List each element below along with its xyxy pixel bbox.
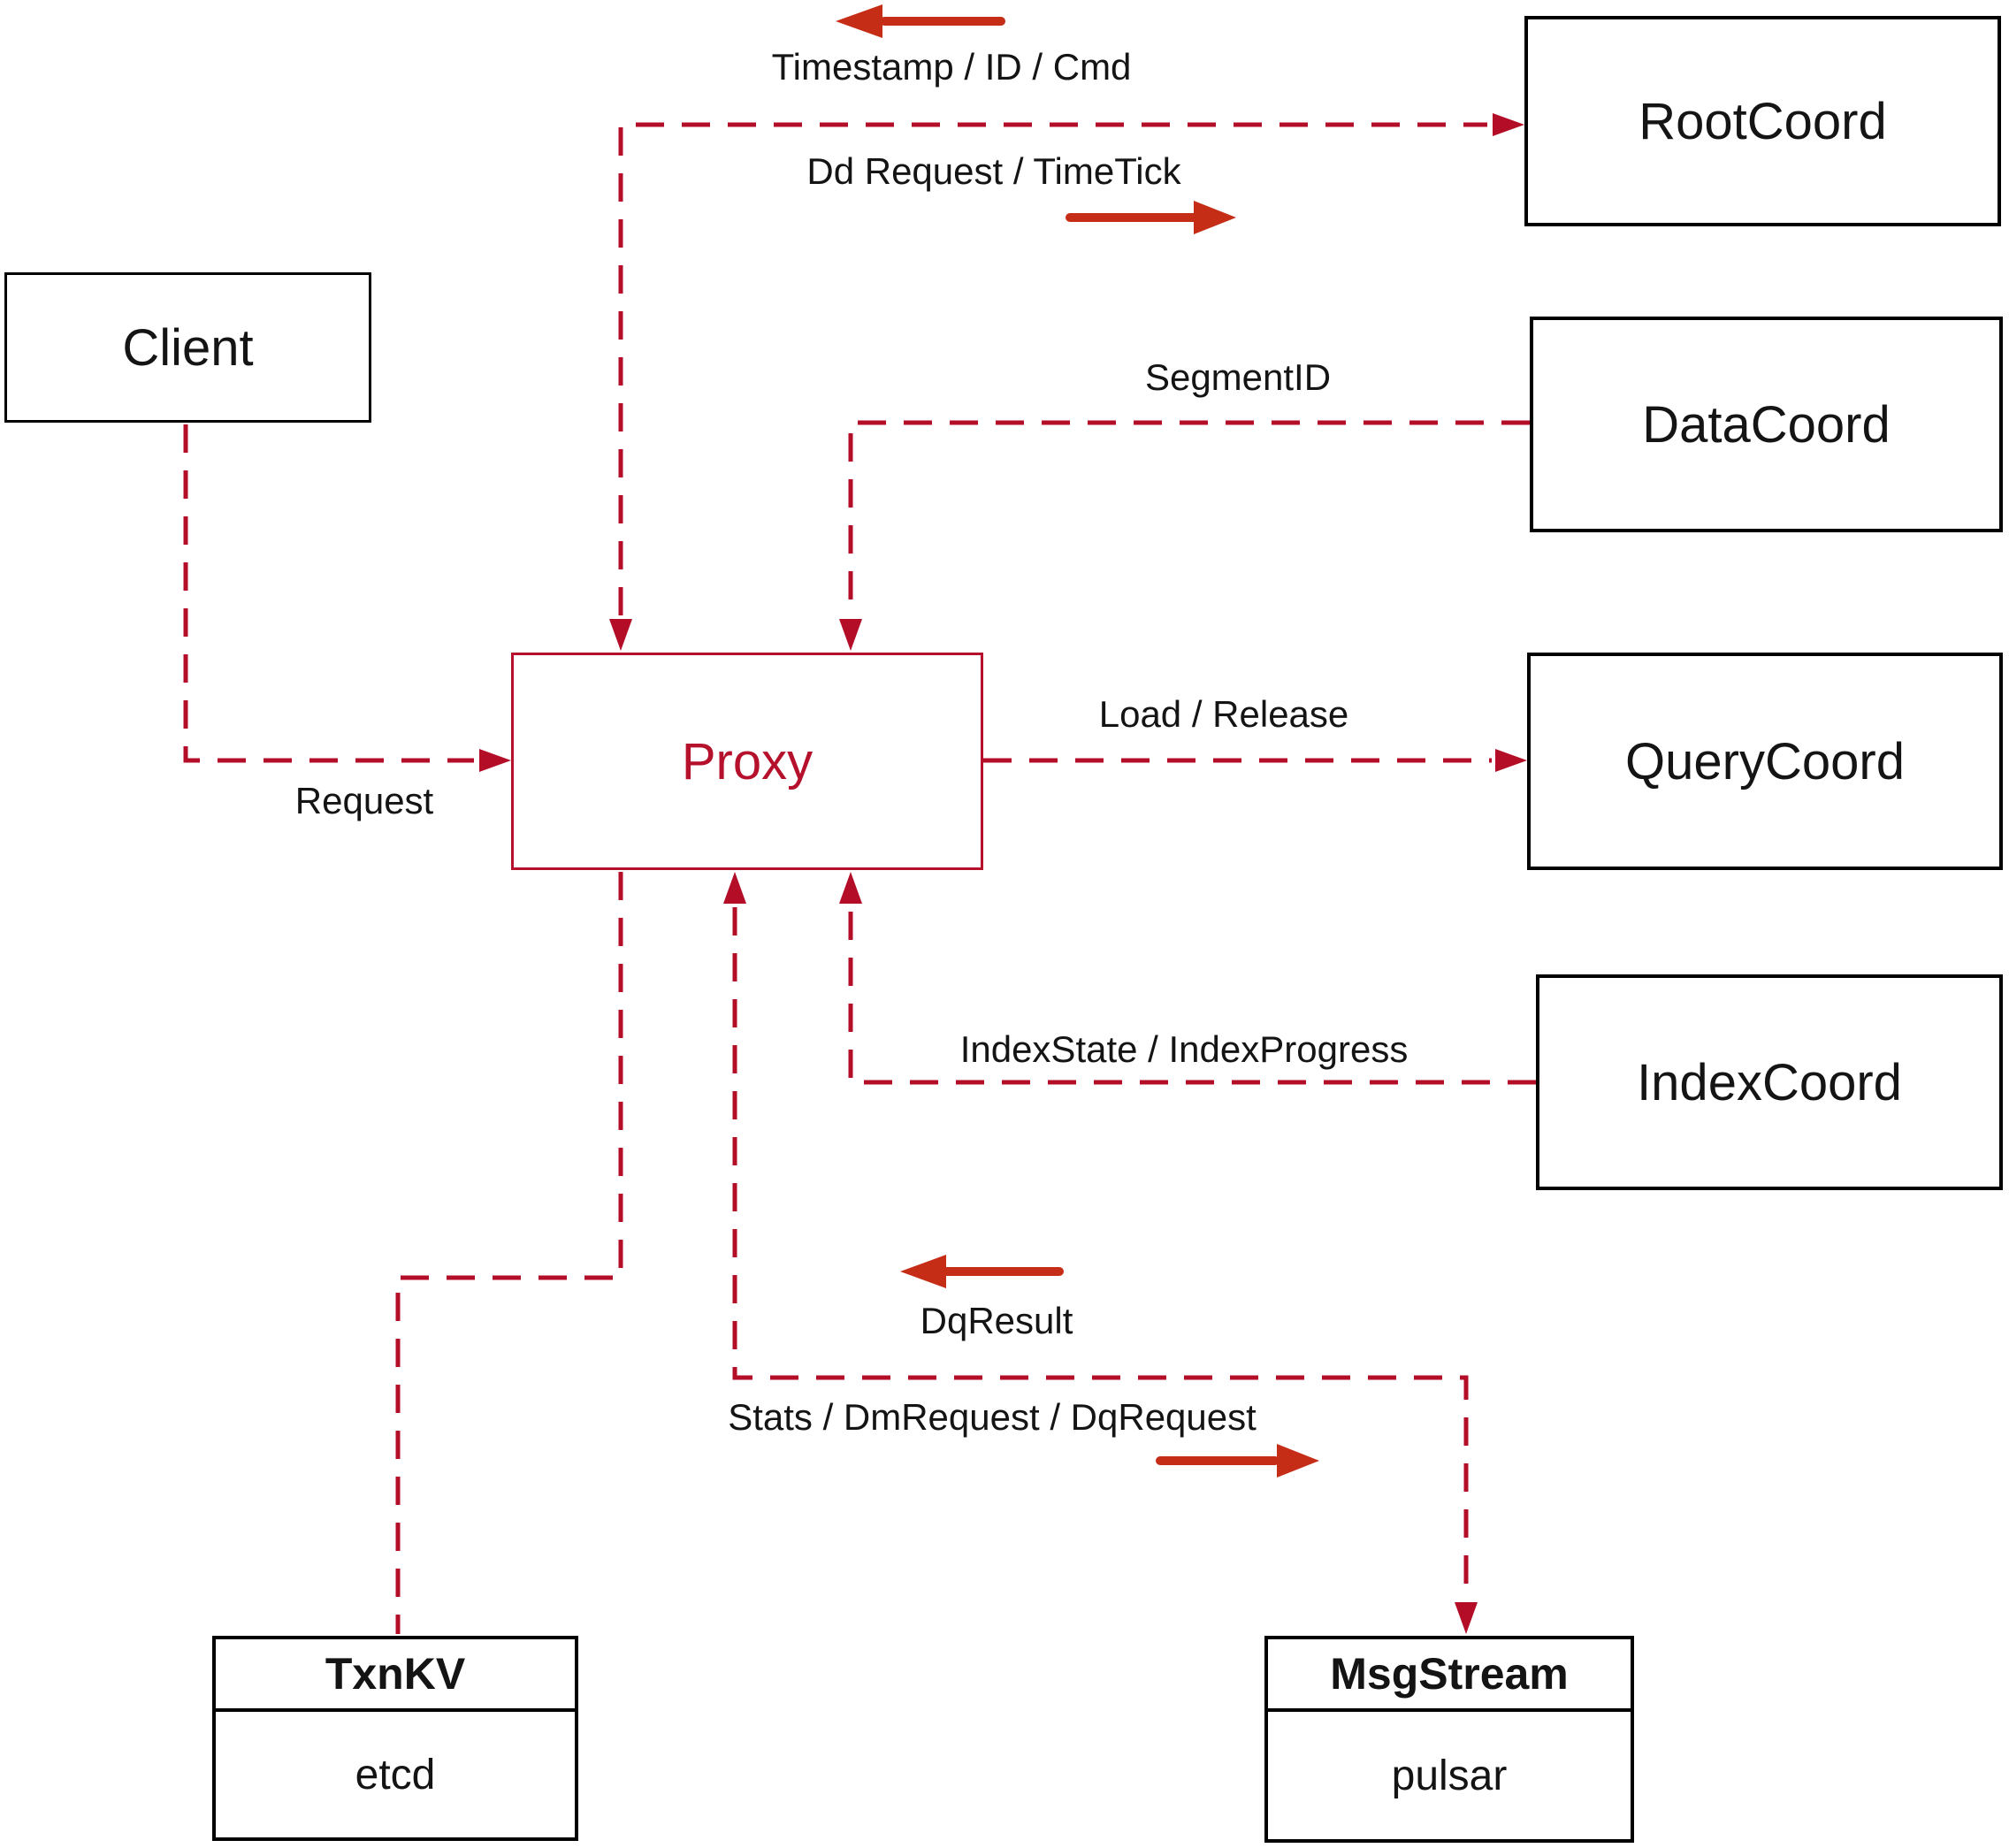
edge-proxy-msgstream — [723, 872, 1478, 1634]
edge-label-segmentid: SegmentID — [1144, 356, 1332, 398]
node-txnkv: TxnKV etcd — [212, 1636, 578, 1841]
direction-arrow-left-icon — [900, 1255, 1064, 1288]
node-txnkv-title: TxnKV — [216, 1639, 575, 1712]
dashed-line — [618, 122, 1487, 615]
node-indexcoord-label: IndexCoord — [1637, 1053, 1902, 1111]
edge-label-dqresult: DqResult — [920, 1300, 1073, 1341]
edge-datacoord-proxy — [839, 420, 1530, 651]
arrowhead-down-icon — [1455, 1602, 1478, 1634]
node-rootcoord: RootCoord — [1524, 16, 2001, 226]
node-client-label: Client — [122, 318, 254, 377]
edge-proxy-txnkv — [395, 872, 623, 1634]
node-proxy-label: Proxy — [681, 732, 814, 790]
node-client: Client — [4, 272, 371, 423]
edge-label-stats-dmrequest-dqrequest: Stats / DmRequest / DqRequest — [728, 1396, 1257, 1438]
edge-label-load-release: Load / Release — [1098, 693, 1349, 735]
node-txnkv-subtitle: etcd — [355, 1751, 436, 1798]
arrowhead-down-icon — [839, 619, 862, 651]
arrowhead-right-icon — [1493, 113, 1524, 136]
direction-arrow-left-icon — [836, 4, 1005, 38]
node-datacoord-label: DataCoord — [1642, 395, 1891, 454]
direction-arrow-right-icon — [1156, 1444, 1319, 1478]
edge-label-request: Request — [294, 780, 434, 821]
dashed-line — [395, 872, 623, 1634]
edge-label-indexstate-indexprogress: IndexState / IndexProgress — [959, 1028, 1409, 1070]
dashed-line — [848, 907, 1536, 1085]
dashed-line — [732, 907, 1469, 1599]
direction-arrow-right-icon — [1066, 201, 1236, 234]
node-querycoord-label: QueryCoord — [1625, 732, 1905, 790]
node-indexcoord: IndexCoord — [1536, 974, 2003, 1190]
edge-indexcoord-proxy — [839, 872, 1536, 1085]
dashed-line — [848, 420, 1530, 615]
edge-client-proxy — [183, 424, 511, 772]
dashed-line — [183, 424, 474, 763]
arrowhead-up-icon — [723, 872, 746, 904]
node-proxy: Proxy — [511, 653, 983, 870]
node-msgstream-subtitle: pulsar — [1391, 1752, 1508, 1799]
arrowhead-up-icon — [839, 872, 862, 904]
node-rootcoord-label: RootCoord — [1639, 92, 1887, 150]
arrowhead-right-icon — [479, 749, 511, 772]
node-querycoord: QueryCoord — [1527, 653, 2003, 870]
edge-proxy-querycoord — [983, 749, 1527, 772]
edge-label-dd-request-timetick: Dd Request / TimeTick — [806, 150, 1181, 192]
node-msgstream: MsgStream pulsar — [1264, 1636, 1634, 1843]
node-datacoord: DataCoord — [1530, 317, 2003, 532]
edge-proxy-rootcoord — [609, 113, 1524, 651]
node-msgstream-title: MsgStream — [1268, 1639, 1631, 1712]
arrowhead-down-icon — [609, 619, 632, 651]
edge-label-timestamp-id-cmd: Timestamp / ID / Cmd — [771, 46, 1132, 88]
arrowhead-right-icon — [1495, 749, 1527, 772]
